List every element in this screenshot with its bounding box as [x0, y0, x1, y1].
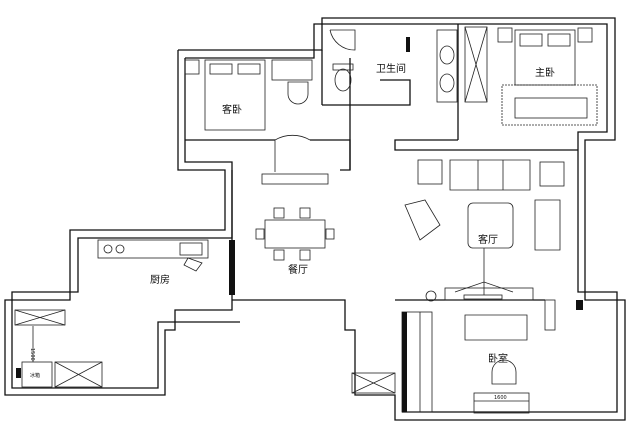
- laundry-area: [14, 309, 103, 388]
- kitchen-counter: [97, 239, 209, 272]
- appliance-label: 冰箱: [30, 372, 40, 379]
- label-living-room: 客厅: [478, 233, 498, 246]
- label-kitchen: 厨房: [150, 273, 170, 286]
- walls: [4, 17, 626, 421]
- dimension-bed: 1600: [494, 395, 507, 401]
- label-bathroom: 卫生间: [376, 62, 406, 75]
- dimension-laundry: 1500: [29, 348, 35, 361]
- guest-bed: [184, 59, 313, 131]
- living-furniture: [404, 159, 565, 302]
- label-dining-room: 餐厅: [288, 263, 308, 276]
- bedroom-furniture: [351, 299, 556, 414]
- label-master-bedroom: 主卧: [535, 66, 555, 79]
- master-bed: [497, 27, 598, 126]
- bathroom-fixtures: [329, 26, 488, 103]
- label-guest-bedroom: 客卧: [222, 103, 242, 116]
- label-bedroom: 卧室: [488, 352, 508, 365]
- dining-table: [255, 173, 335, 261]
